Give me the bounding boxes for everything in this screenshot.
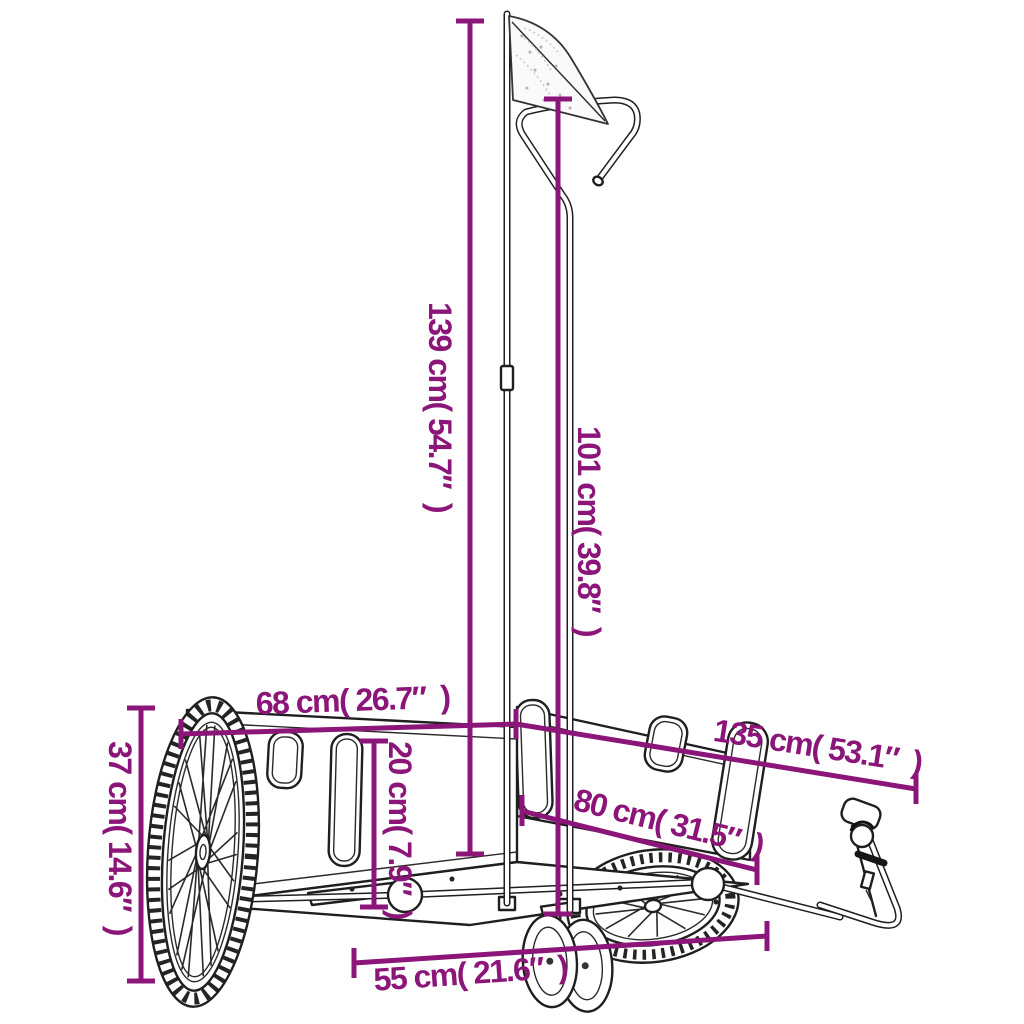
flag — [508, 15, 609, 125]
dimension-label-20cm: 20 cm( 7.9″ ) — [382, 741, 418, 919]
hitch-arm — [816, 797, 902, 929]
frame-hub-left — [386, 876, 424, 914]
left-wheel — [145, 696, 261, 1008]
dimension-line — [515, 721, 919, 804]
trailer-drawing — [145, 10, 902, 1013]
caster-wheels — [521, 901, 614, 1013]
dimension-line — [127, 705, 155, 984]
dimension-label-139cm: 139 cm( 54.7″ ) — [422, 302, 458, 513]
flag-pole — [499, 10, 515, 907]
left-wheel-spokes — [167, 724, 238, 978]
dimension-label-37cm: 37 cm( 14.6″ ) — [102, 741, 138, 936]
hitch-strap — [854, 850, 888, 867]
dimension-line — [519, 795, 760, 885]
dimension-37cm: 37 cm( 14.6″ ) — [102, 705, 155, 984]
hitch-pin — [859, 870, 876, 891]
dimension-20cm: 20 cm( 7.9″ ) — [360, 738, 418, 920]
dimension-line — [351, 921, 770, 978]
far-wall-handle-cutout — [643, 715, 689, 773]
dimension-line — [456, 18, 484, 857]
pole-joint — [499, 364, 515, 392]
near-wall-handle-cutout — [266, 730, 304, 790]
dimension-101cm: 101 cm( 39.8″ ) — [544, 96, 607, 917]
hitch-coupler-lock — [849, 823, 875, 849]
frame-hub-right — [690, 866, 726, 902]
dimension-139cm: 139 cm( 54.7″ ) — [422, 18, 484, 857]
dimension-line — [360, 738, 388, 910]
dimension-label-68cm: 68 cm( 26.7″ ) — [255, 679, 451, 722]
dimension-line — [544, 96, 572, 917]
handle-tube-end — [592, 175, 604, 187]
dimension-label-101cm: 101 cm( 39.8″ ) — [571, 426, 607, 637]
near-front-hoop — [327, 732, 364, 868]
